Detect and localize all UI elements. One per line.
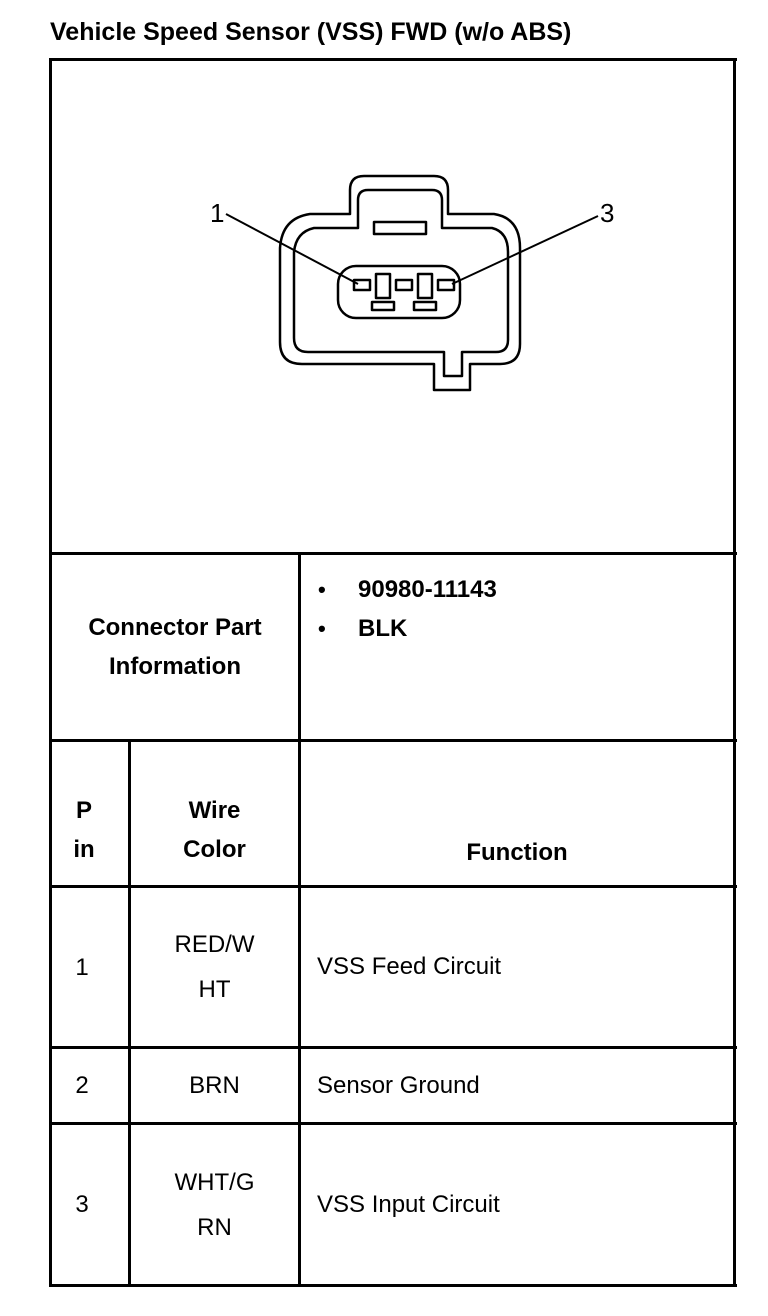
connector-housing-outer-shape: [278, 174, 522, 392]
pin-2-body: [416, 272, 434, 300]
connector-info-label-line1: Connector Part: [88, 614, 262, 641]
connector-housing-inner: [292, 188, 510, 378]
list-item: • BLK: [318, 609, 497, 648]
connector-color: BLK: [358, 614, 408, 642]
connector-info-label: Connector Part Information: [52, 555, 298, 739]
list-item: • 90980-11143: [318, 570, 497, 609]
connector-info-list: • 90980-11143 • BLK: [318, 570, 497, 648]
header-function: Function: [466, 838, 568, 866]
row-2-pin: 2: [75, 1072, 89, 1099]
row-2-wire-color: BRN: [189, 1072, 240, 1099]
pin-1-leader: [225, 213, 359, 285]
terminal-cavity: [336, 264, 462, 320]
latch-slot: [372, 220, 428, 236]
header-pin: P in: [73, 797, 95, 863]
row-3-function: VSS Input Circuit: [317, 1191, 500, 1218]
bullet-icon: •: [318, 576, 326, 602]
pin-3-label: 3: [600, 198, 614, 228]
page-title: Vehicle Speed Sensor (VSS) FWD (w/o ABS): [50, 18, 572, 46]
row-3-wire-color: WHT/G RN: [174, 1168, 255, 1241]
pin-3-terminal: [436, 278, 456, 292]
header-wire-color: Wire Color: [183, 797, 246, 863]
connector-info-label-line2: Information: [109, 653, 241, 680]
connector-part-number: 90980-11143: [358, 575, 497, 603]
row-1-function: VSS Feed Circuit: [317, 952, 502, 980]
pin-1-terminal: [352, 278, 372, 292]
connector-diagram: 1 3: [210, 174, 614, 392]
pin-1-label: 1: [210, 198, 224, 228]
pin-2-terminal: [394, 278, 414, 292]
lower-contact-left: [370, 300, 396, 312]
bullet-icon: •: [318, 615, 326, 641]
pin-1-body: [374, 272, 392, 300]
row-3-pin: 3: [75, 1191, 89, 1218]
pin-3-leader: [451, 215, 599, 285]
row-2-function: Sensor Ground: [317, 1072, 480, 1099]
lower-contact-right: [412, 300, 438, 312]
row-1-pin: 1: [75, 953, 89, 981]
row-1-wire-color: RED/W HT: [174, 931, 255, 1003]
